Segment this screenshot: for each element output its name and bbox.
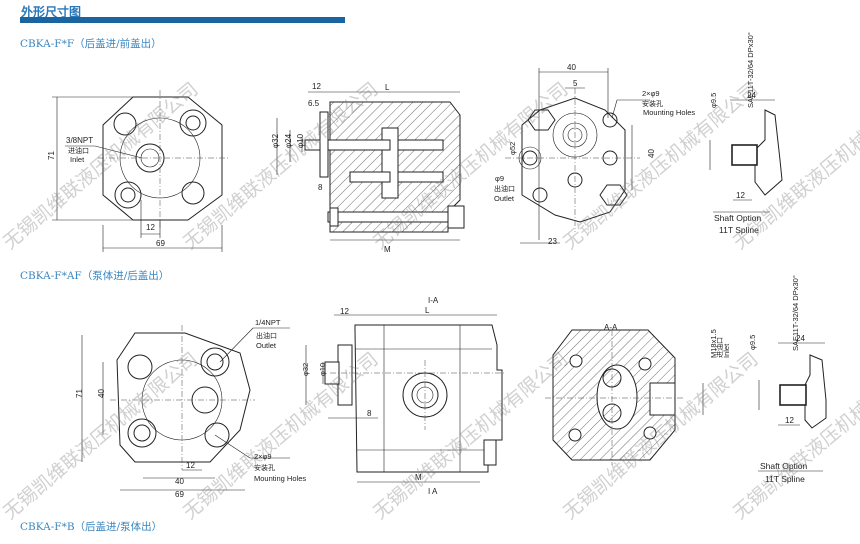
page-title: 外形尺寸图 [21,5,82,19]
dim-phi-32: φ32 [301,363,310,376]
dim-12: 12 [785,416,794,425]
dim-12: 12 [146,223,155,232]
dim-phi-9: φ9 [495,174,504,183]
shaft-diameter: φ9.5 [748,335,757,350]
dim-6-5: 6.5 [308,99,320,108]
port-label-en: Outlet [256,341,277,350]
svg-text:无锡凯维联液压机械有限公司: 无锡凯维联液压机械有限公司 [0,78,202,254]
port-label-cn: 出油口 [256,331,277,340]
section-title-cbka-f-f: CBKA-F*F（后盖进/前盖出） [20,38,162,50]
dim-71: 71 [47,151,56,160]
inlet-thread-size: M18x1.5 [709,329,718,358]
section-title-cbka-f-af: CBKA-F*AF（泵体进/后盖出） [20,270,170,282]
dim-phi-10: φ10 [296,133,305,148]
shaft-option-spline-bottom: φ9.5 SAE11T-32/64 DPx30° 24 12 Shaft Opt… [748,275,827,484]
shaft-option-title: Shaft Option [760,461,808,471]
spline-spec: SAE11T-32/64 DPx30° [746,32,755,108]
shaft-option-title: Shaft Option [714,213,762,223]
mounting-holes-size: 2×φ9 [642,89,660,98]
outlet-label-en: Outlet [494,194,515,203]
port-label-en: Inlet [70,155,85,164]
dim-phi-52: φ52 [508,142,517,155]
dim-12: 12 [340,307,349,316]
dim-24: 24 [796,334,805,343]
inlet-label-cn: 进油口 [715,337,724,358]
dim-12: 12 [186,461,195,470]
dim-phi-24: φ24 [284,133,293,148]
front-view-inlet-rear: 71 3/8NPT 进油口 Inlet 12 69 [47,90,228,252]
mounting-holes-en: Mounting Holes [254,474,306,483]
front-view-outlet-rear: 71 40 1/4NPT 出油口 Outlet 12 40 69 2×φ9 安装… [75,318,306,499]
dim-12: 12 [312,82,321,91]
dim-5: 5 [573,79,578,88]
dim-69: 69 [175,490,184,499]
dim-8: 8 [318,183,323,192]
section-title-a-a: A-A [604,323,618,332]
dim-23: 23 [548,237,557,246]
section-title-cbka-f-b: CBKA-F*B（后盖进/泵体出） [20,521,163,533]
dim-12: 12 [736,191,745,200]
dim-69: 69 [156,239,165,248]
shaft-option-spline-top: φ9.5 SAE11T-32/64 DPx30° 24 12 Shaft Opt… [709,32,783,235]
dim-24: 24 [747,91,756,100]
shaft-end-view: 40 5 2×φ9 安装孔 Mounting Holes φ52 φ9 出油口 … [494,63,695,246]
dim-M: M [415,473,422,482]
dim-40-vertical: 40 [647,149,656,158]
port-size-label: 3/8NPT [66,136,93,145]
dim-M: M [384,245,391,254]
dim-phi-32: φ32 [271,133,280,148]
title-underline-bar [20,17,345,23]
inlet-label-en: Inlet [722,343,731,358]
port-size-label: 1/4NPT [255,318,281,327]
svg-text:无锡凯维联液压机械有限公司: 无锡凯维联液压机械有限公司 [0,348,202,524]
mounting-holes-en: Mounting Holes [643,108,695,117]
section-marker-top: I-A [428,296,439,305]
dim-71: 71 [75,389,84,398]
shaft-diameter: φ9.5 [709,93,718,108]
dim-L: L [385,83,390,92]
mounting-holes-cn: 安装孔 [642,99,663,108]
section-a-a: A-A M18x1.5 进油口 Inlet [545,323,731,465]
shaft-option-type: 11T Spline [719,225,759,235]
port-label-cn: 进油口 [68,146,89,155]
side-view: I-A I A 12 L φ32 φ10 8 M [301,296,505,496]
section-marker-bottom: I A [428,487,438,496]
dim-40: 40 [175,477,184,486]
svg-text:无锡凯维联液压机械有限公司: 无锡凯维联液压机械有限公司 [369,348,572,524]
mounting-holes-cn: 安装孔 [254,463,275,472]
spline-spec: SAE11T-32/64 DPx30° [791,275,800,351]
dim-40-vertical: 40 [97,389,106,398]
dim-8: 8 [367,409,372,418]
shaft-option-type: 11T Spline [765,474,805,484]
dim-phi-10: φ10 [318,363,327,376]
dim-L: L [425,306,430,315]
cross-section-view: L 12 6.5 φ32 φ24 φ10 8 M [271,82,465,254]
mounting-holes-size: 2×φ9 [254,452,272,461]
outlet-label-cn: 出油口 [494,184,515,193]
dim-40: 40 [567,63,576,72]
